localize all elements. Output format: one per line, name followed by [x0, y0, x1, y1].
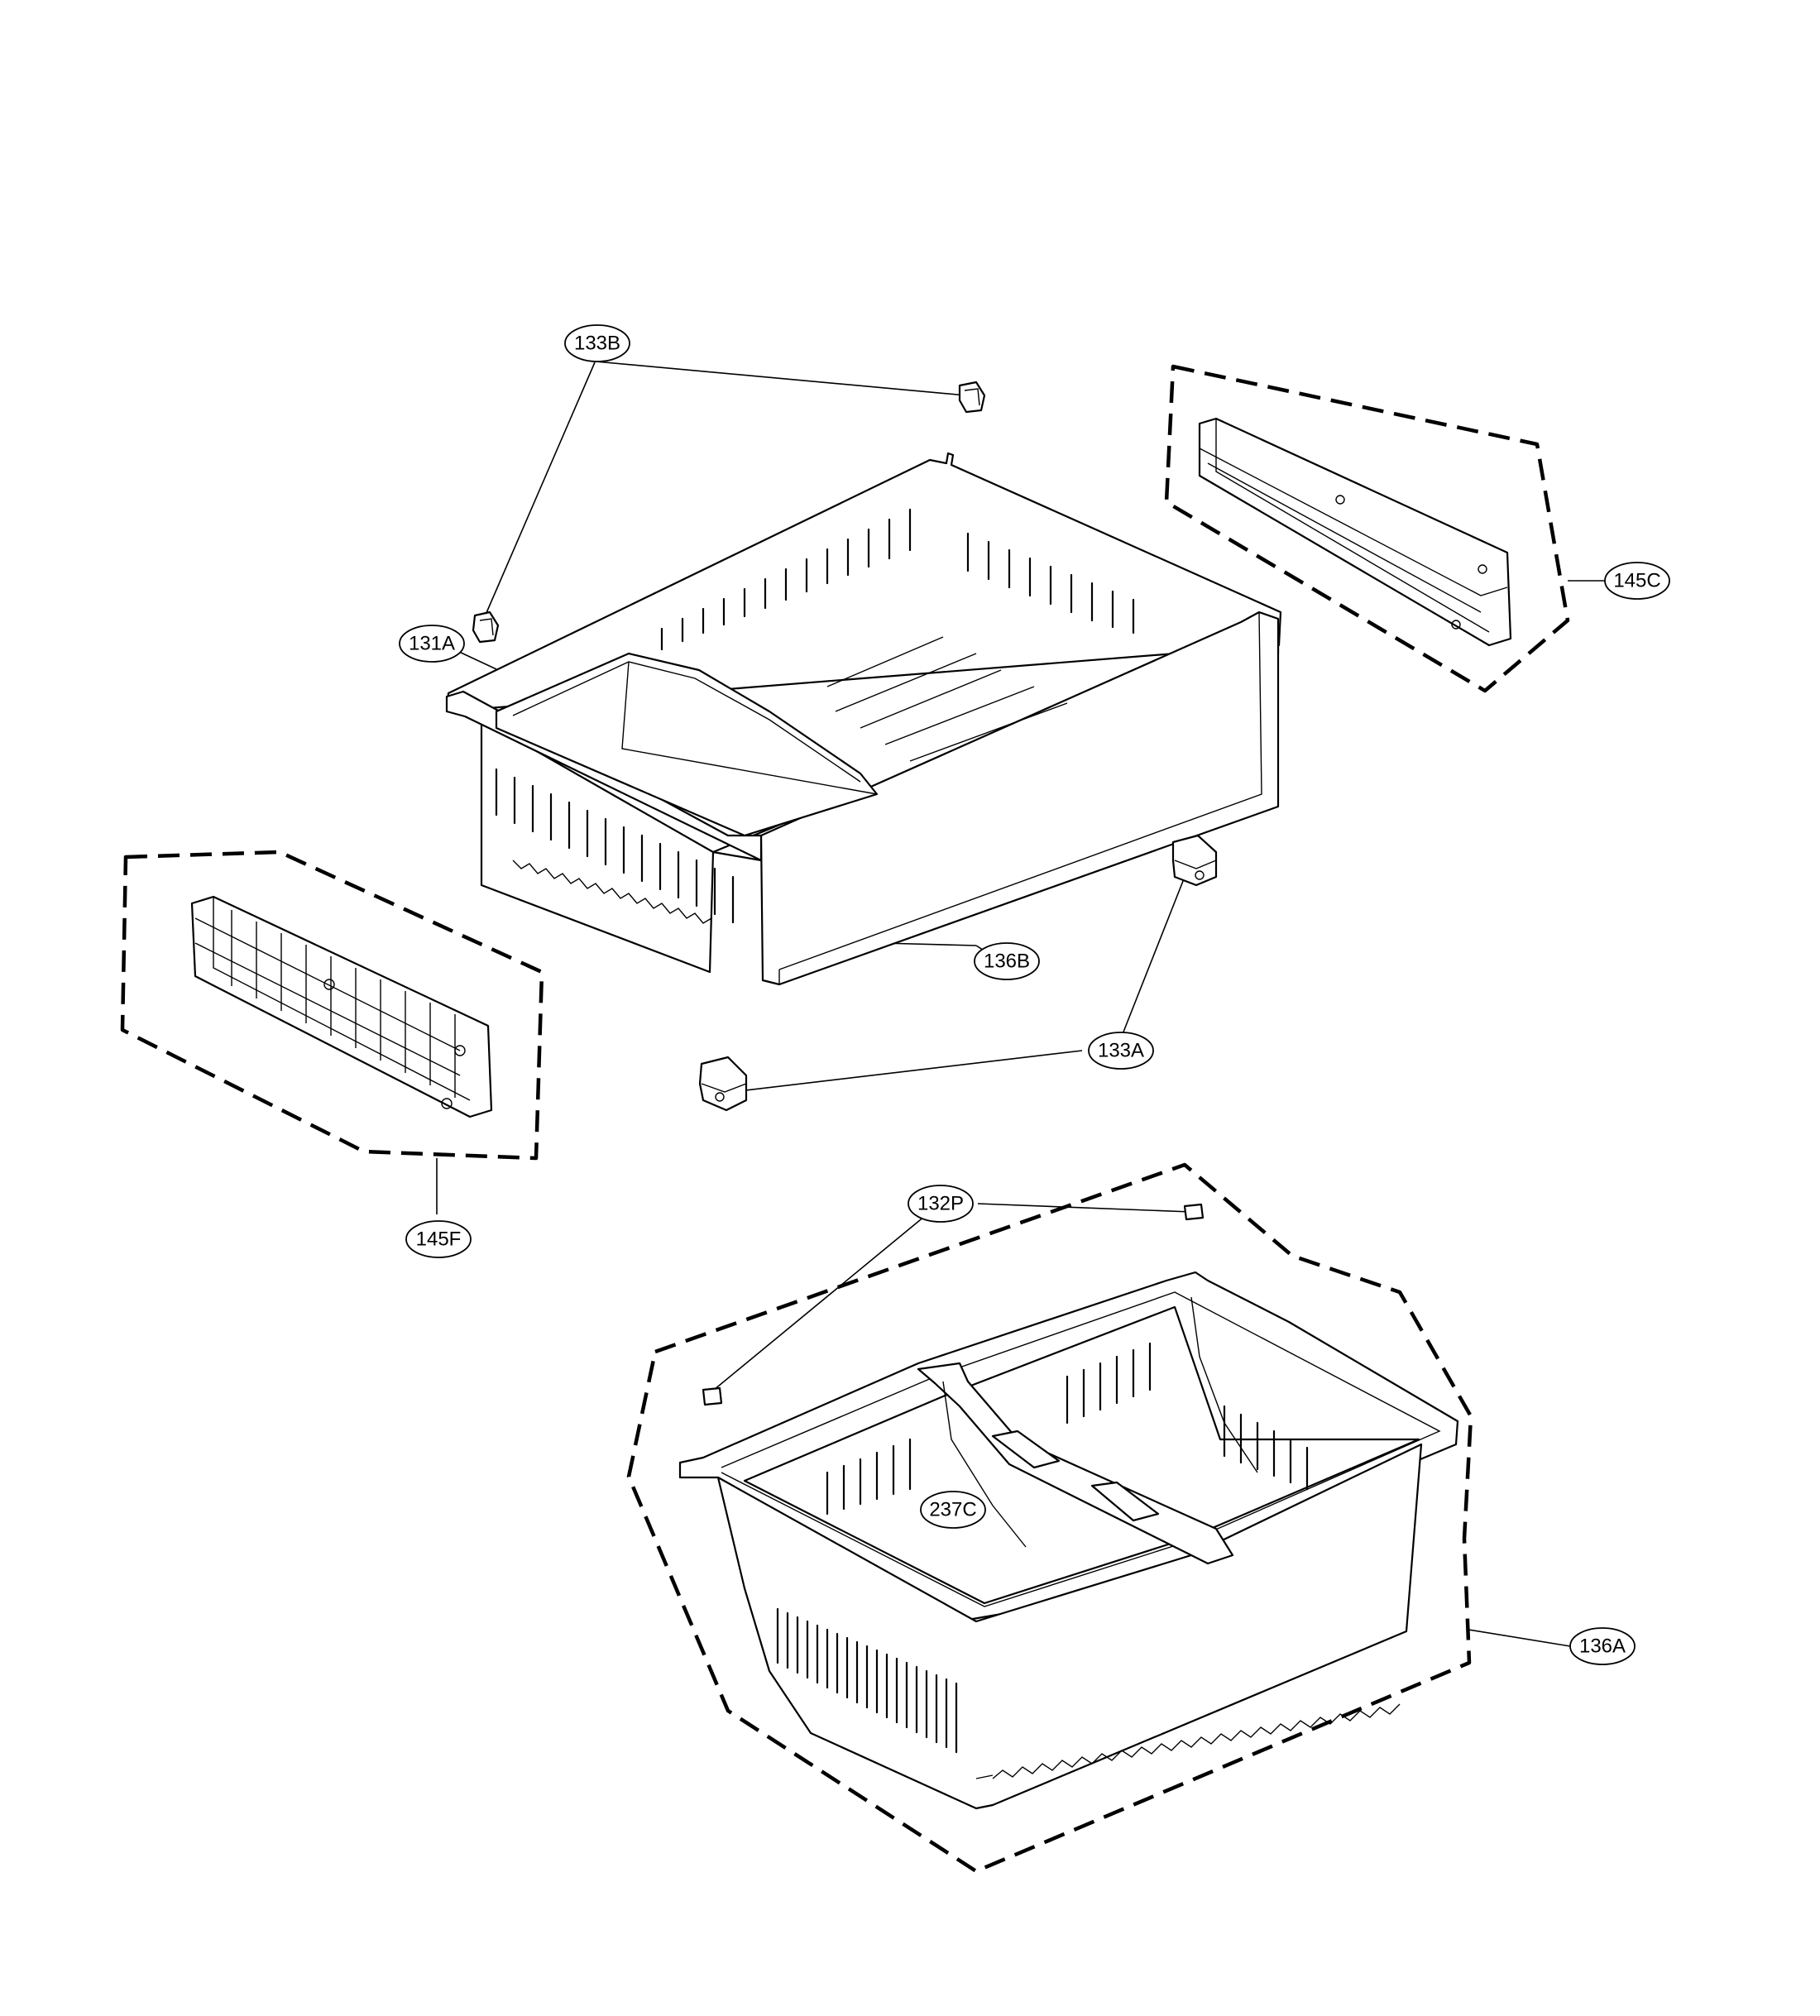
callout-145f: 145F — [405, 1220, 472, 1258]
basket-136a-inner-slots — [826, 1342, 1309, 1516]
callout-145c-label: 145C — [1613, 570, 1660, 592]
callout-136a: 136A — [1569, 1627, 1636, 1665]
rail-145c-group — [1164, 364, 1570, 693]
callout-131a: 131A — [399, 625, 465, 663]
callout-132p: 132P — [908, 1185, 974, 1223]
pad-132p-left — [702, 1386, 723, 1406]
clip-133a-left — [698, 1056, 748, 1112]
callout-136b-label: 136B — [984, 951, 1030, 973]
callout-145f-label: 145F — [416, 1228, 462, 1251]
basket-136a-front-slots — [776, 1607, 958, 1754]
callout-133a-label: 133A — [1098, 1040, 1144, 1062]
clip-133b-upper — [958, 381, 986, 414]
callout-132p-label: 132P — [917, 1193, 964, 1215]
rail-145c-boundary — [1164, 364, 1570, 693]
callout-237c: 237C — [920, 1491, 986, 1529]
callout-133b-label: 133B — [574, 333, 620, 355]
callout-145c: 145C — [1604, 562, 1670, 600]
drawer-136b-side-slots — [495, 768, 735, 924]
basket-136a-boundary — [626, 1162, 1473, 1874]
cover-145f-boundary — [120, 850, 544, 1161]
callout-133b: 133B — [564, 324, 630, 362]
clip-133b-left — [472, 611, 500, 644]
callout-133a: 133A — [1088, 1032, 1154, 1070]
pad-132p-right — [1183, 1203, 1205, 1221]
drawer-136b — [445, 452, 1282, 986]
drawer-136b-back-slots — [660, 508, 1135, 651]
cover-145f-grid — [231, 910, 456, 1098]
callout-131a-label: 131A — [409, 633, 455, 655]
callout-136a-label: 136A — [1579, 1635, 1626, 1658]
cover-145f-group — [120, 850, 544, 1161]
callout-237c-label: 237C — [929, 1499, 976, 1521]
callout-136b: 136B — [974, 942, 1040, 980]
clip-133a-right — [1171, 834, 1218, 887]
basket-136a-group — [626, 1162, 1473, 1874]
